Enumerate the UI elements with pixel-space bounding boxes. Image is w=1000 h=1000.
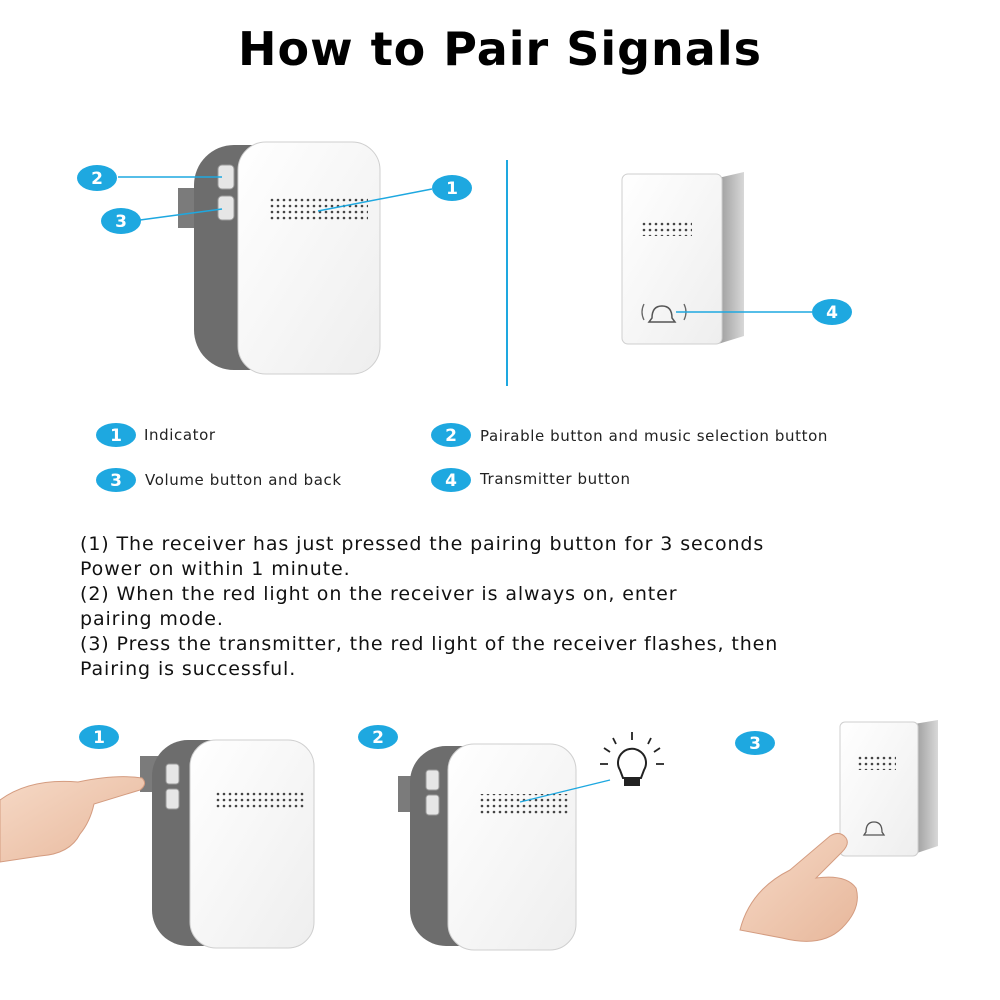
legend-number-1: 1 bbox=[110, 426, 122, 446]
transmitter-device bbox=[621, 172, 744, 345]
callout-line-1 bbox=[317, 188, 433, 212]
callout-4-label: 4 bbox=[826, 303, 838, 323]
instruction-line: (3) Press the transmitter, the red light… bbox=[80, 633, 779, 655]
step-3-illustration bbox=[739, 720, 938, 942]
callout-3-label: 3 bbox=[115, 212, 127, 232]
instruction-line: Pairing is successful. bbox=[80, 658, 297, 680]
step-2-label: 2 bbox=[372, 728, 384, 748]
legend-label-transmitter-button: Transmitter button bbox=[480, 470, 631, 488]
callout-1: 1 bbox=[432, 175, 472, 201]
step-1-illustration bbox=[0, 739, 315, 949]
step-3-marker: 3 bbox=[735, 731, 775, 755]
instruction-line: (1) The receiver has just pressed the pa… bbox=[80, 533, 765, 555]
step-1-marker: 1 bbox=[79, 725, 119, 749]
instruction-line: Power on within 1 minute. bbox=[80, 558, 351, 580]
pointing-hand-3 bbox=[739, 832, 858, 942]
step-2-illustration bbox=[398, 743, 611, 951]
legend-marker-3: 3 bbox=[96, 468, 136, 492]
transmitter-front bbox=[621, 173, 723, 345]
speaker-grille bbox=[268, 196, 368, 220]
callout-2-label: 2 bbox=[91, 169, 103, 189]
step-2-marker: 2 bbox=[358, 725, 398, 749]
legend-label-pairable-button: Pairable button and music selection butt… bbox=[480, 427, 828, 445]
page-title: How to Pair Signals bbox=[238, 22, 762, 76]
volume-button bbox=[217, 195, 235, 221]
step-3-label: 3 bbox=[749, 734, 761, 754]
instruction-line: pairing mode. bbox=[80, 608, 224, 630]
pointing-hand-1 bbox=[0, 776, 146, 863]
callout-4: 4 bbox=[812, 299, 852, 325]
callout-line-3 bbox=[139, 208, 223, 221]
legend-label-indicator: Indicator bbox=[144, 426, 216, 444]
transmitter-side bbox=[718, 172, 744, 344]
legend-marker-2: 2 bbox=[431, 423, 471, 447]
transmitter-grille bbox=[642, 220, 692, 236]
legend-number-3: 3 bbox=[110, 471, 122, 491]
lightbulb-icon bbox=[600, 732, 664, 786]
legend-number-4: 4 bbox=[445, 471, 457, 491]
legend-marker-4: 4 bbox=[431, 468, 471, 492]
callout-2: 2 bbox=[77, 165, 117, 191]
legend-number-2: 2 bbox=[445, 426, 457, 446]
callout-3: 3 bbox=[101, 208, 141, 234]
callout-1-label: 1 bbox=[446, 179, 458, 199]
instruction-line: (2) When the red light on the receiver i… bbox=[80, 583, 678, 605]
bell-icon bbox=[647, 305, 677, 323]
legend-marker-1: 1 bbox=[96, 423, 136, 447]
receiver-device bbox=[178, 141, 381, 375]
instructions: (1) The receiver has just pressed the pa… bbox=[80, 532, 960, 682]
receiver-front bbox=[237, 141, 381, 375]
legend-label-volume-button: Volume button and back bbox=[145, 471, 342, 489]
step-1-label: 1 bbox=[93, 728, 105, 748]
